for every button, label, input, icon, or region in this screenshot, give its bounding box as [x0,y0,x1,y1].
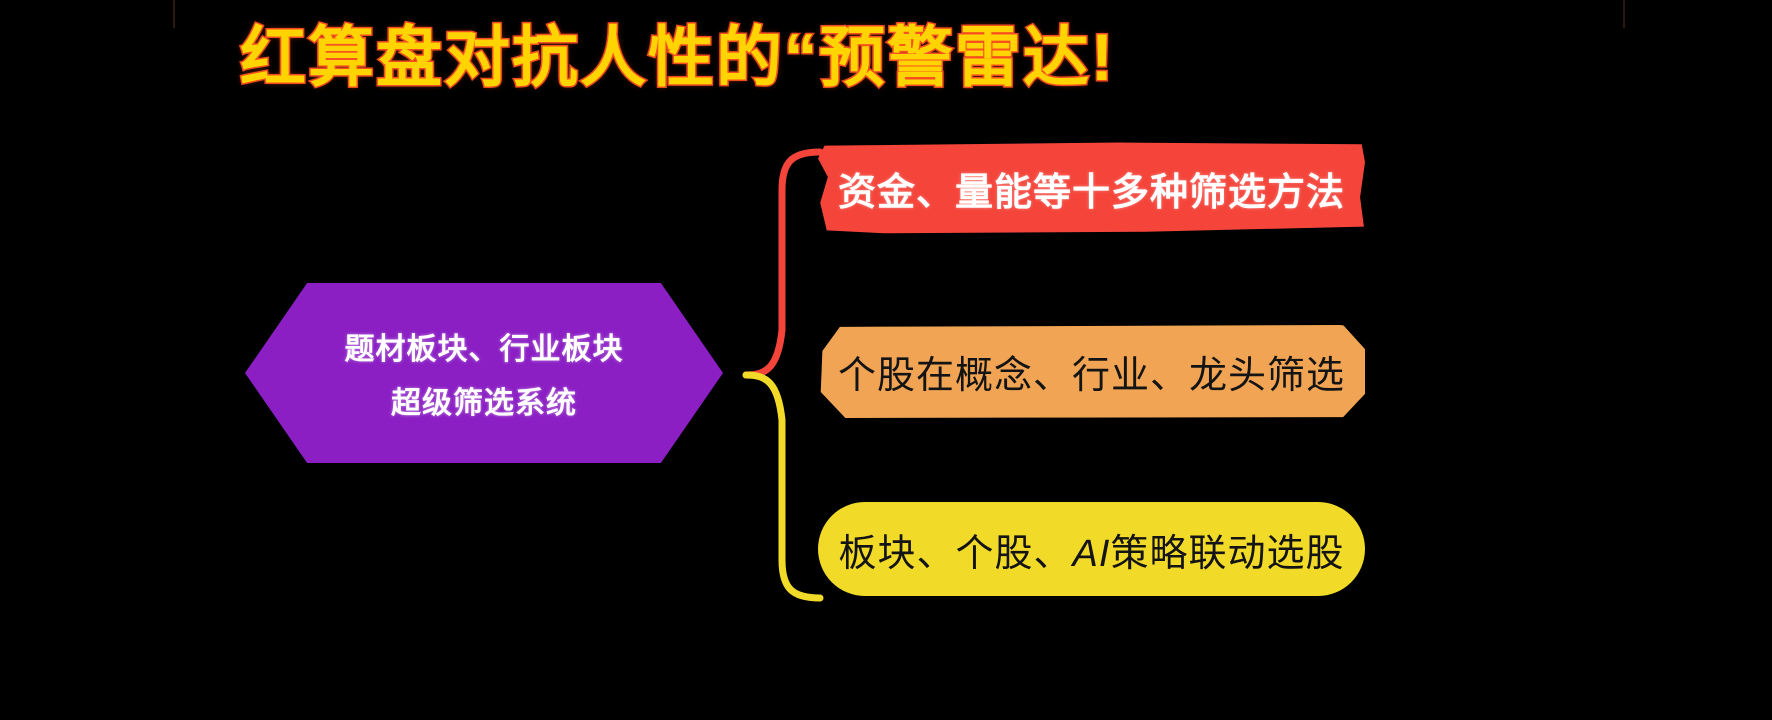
callout-yellow-label-suffix: 策略联动选股 [1110,532,1345,575]
callout-yellow-label-ai: AI [1072,532,1111,575]
connector-yellow-path [742,371,824,602]
callout-orange: 个股在概念、行业、龙头筛选 [820,325,1365,418]
guide-mark-right [1623,0,1625,28]
callout-yellow-label-prefix: 板块、个股、 [838,532,1073,575]
page-title: 红算盘对抗人性的“预警雷达! [239,19,1115,96]
hexagon-label-line-1: 题材板块、行业板块 [344,333,624,366]
callout-red: 资金、量能等十多种筛选方法 [818,142,1365,234]
guide-mark-left [173,0,175,28]
connector-red-path [742,148,824,379]
hexagon-label-line-2: 超级筛选系统 [391,387,577,420]
hexagon-node: 题材板块、行业板块 超级筛选系统 [245,283,723,463]
callout-orange-label: 个股在概念、行业、龙头筛选 [837,355,1345,397]
callout-yellow: 板块、个股、AI策略联动选股 [818,502,1365,596]
callout-yellow-label: 板块、个股、AI策略联动选股 [839,522,1345,577]
callout-red-label: 资金、量能等十多种筛选方法 [837,171,1345,214]
